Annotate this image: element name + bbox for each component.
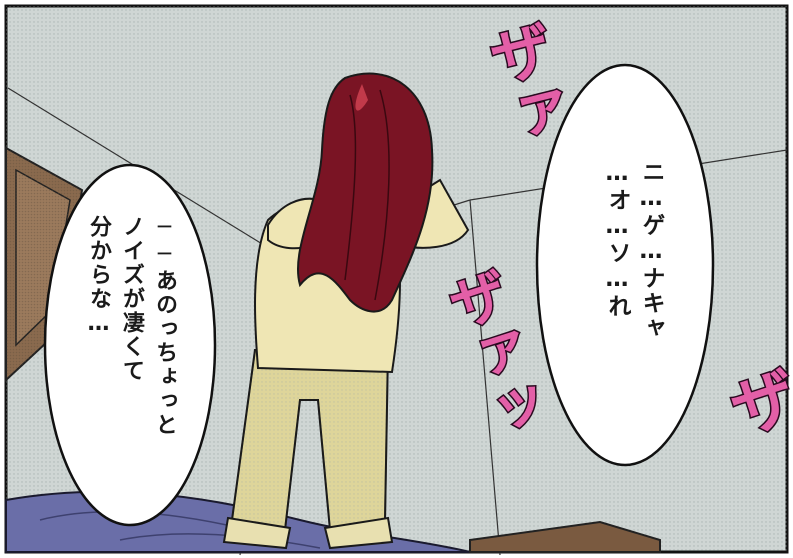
speech-left-line-3: 分からな… xyxy=(86,215,111,338)
speech-text-right: ニ…ゲ…ナキャ …オ…ソ…れ xyxy=(600,160,668,420)
speech-left-line-2: ノイズが凄くて xyxy=(119,215,144,383)
speech-bubble-left xyxy=(43,163,217,527)
speech-text-left: ──あのっちょっと ノイズが凄くて 分からな… xyxy=(82,215,181,495)
speech-left-line-1: ──あのっちょっと xyxy=(152,215,177,437)
speech-right-line-1: ニ…ゲ…ナキャ xyxy=(638,160,664,341)
woman-figure xyxy=(222,72,470,550)
speech-right-line-2: …オ…ソ…れ xyxy=(604,160,630,319)
box-bottom xyxy=(469,520,661,553)
speech-bubble-right xyxy=(535,63,715,467)
cabinet-left xyxy=(5,146,84,383)
